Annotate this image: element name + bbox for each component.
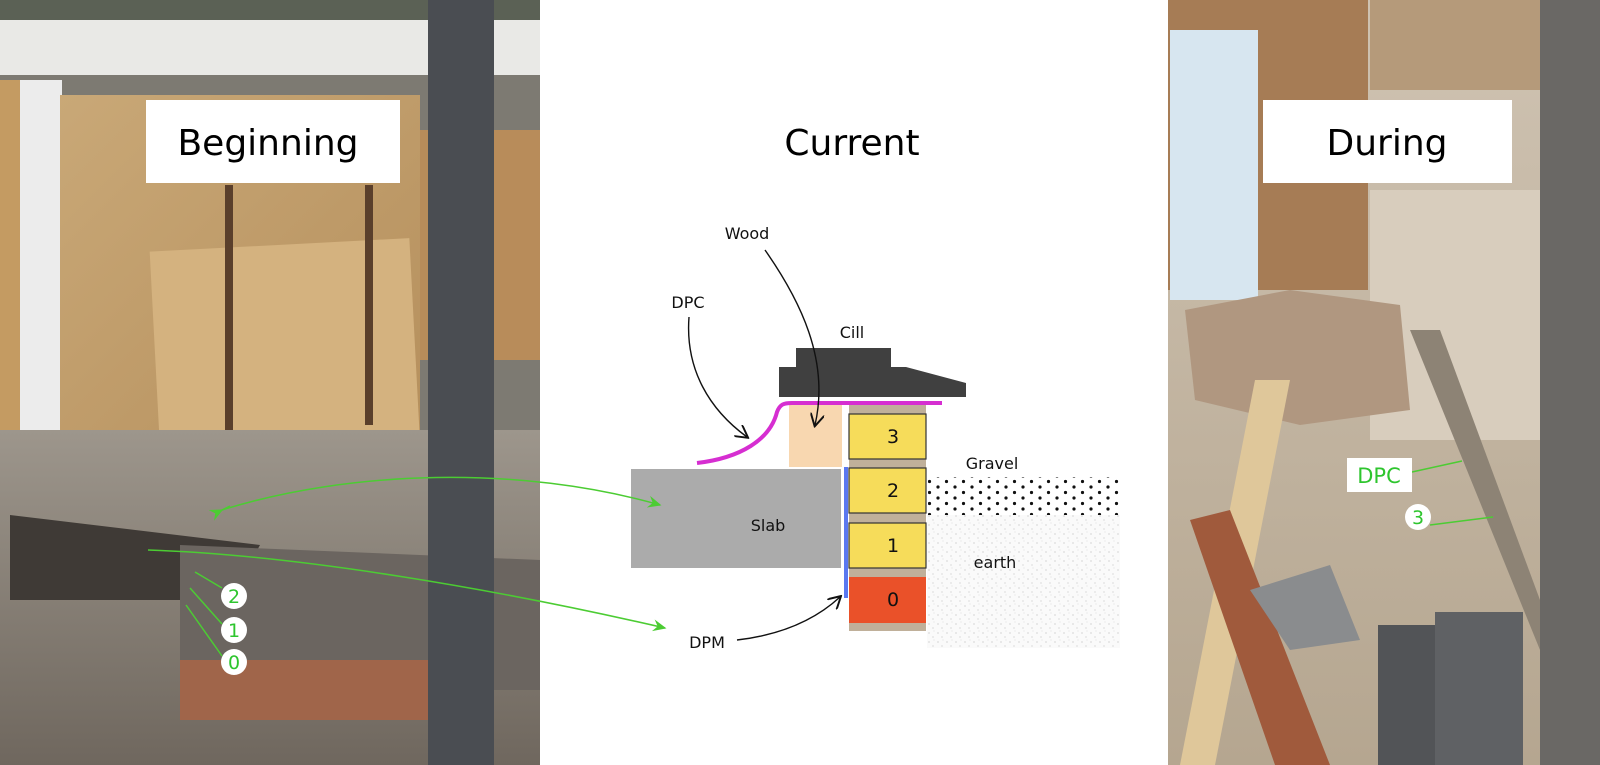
svg-text:3: 3 xyxy=(1412,507,1424,529)
cill-label: Cill xyxy=(840,323,865,342)
dpm-label: DPM xyxy=(689,633,725,652)
svg-text:2: 2 xyxy=(228,586,240,608)
brick-1 xyxy=(848,522,927,569)
slab xyxy=(631,469,841,568)
brick-2 xyxy=(848,467,927,514)
current-title: Current xyxy=(784,123,919,164)
dpm-arrow xyxy=(736,597,840,641)
during-title: During xyxy=(1326,123,1447,164)
svg-text:1: 1 xyxy=(228,620,240,642)
marker-2: 2 xyxy=(221,583,247,609)
dpc-marker-box xyxy=(1347,458,1412,492)
gravel-label: Gravel xyxy=(966,454,1019,473)
marker-3: 3 xyxy=(1405,504,1431,530)
gravel-area xyxy=(928,477,1120,515)
brick-1-label: 1 xyxy=(887,535,899,557)
dpc-label: DPC xyxy=(671,293,704,312)
dpc-membrane xyxy=(696,401,942,465)
beginning-photo xyxy=(0,0,540,765)
during-title-box xyxy=(1263,100,1512,183)
brick-3-label: 3 xyxy=(887,426,899,448)
marker-0: 0 xyxy=(221,649,247,675)
wood-arrow xyxy=(764,249,819,425)
insulation-slabs xyxy=(1185,290,1410,425)
brick-2-label: 2 xyxy=(887,480,899,502)
pole xyxy=(428,0,494,765)
earth-area xyxy=(927,515,1120,648)
brick-0-label: 0 xyxy=(887,589,899,611)
wood-label: Wood xyxy=(725,224,770,243)
slab-link-arrow xyxy=(221,476,662,511)
earth-label: earth xyxy=(974,553,1017,572)
wood-block xyxy=(789,405,842,467)
dpc-arrow xyxy=(687,316,747,437)
dpc-marker-label: DPC xyxy=(1357,464,1401,488)
cill xyxy=(779,348,966,397)
beginning-title-box xyxy=(146,100,400,183)
brick-0 xyxy=(849,577,926,623)
svg-text:0: 0 xyxy=(228,652,240,674)
brick-3 xyxy=(848,413,927,460)
dpm-link-arrow xyxy=(147,549,667,632)
marker-1: 1 xyxy=(221,617,247,643)
slab-label: Slab xyxy=(751,516,786,535)
insulation-roll xyxy=(1170,30,1258,300)
dpm-membrane xyxy=(844,467,848,598)
beginning-title: Beginning xyxy=(177,123,358,164)
